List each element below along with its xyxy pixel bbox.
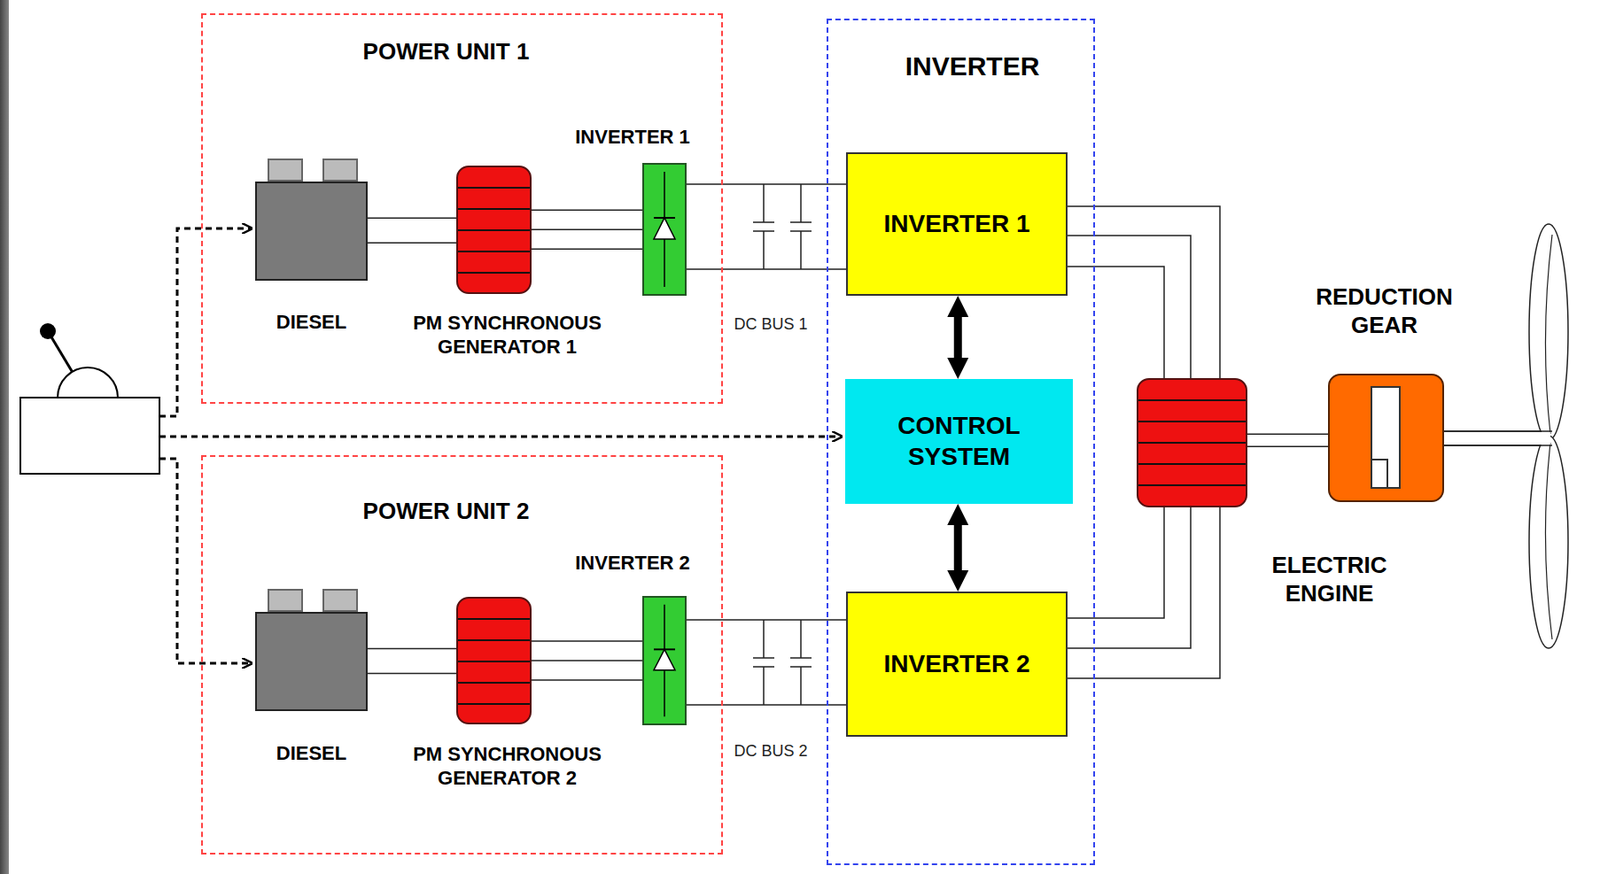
rectifier-inverter: INVERTER 1 [642, 163, 687, 296]
engine-cylinder-head [267, 589, 303, 613]
inverter-box: INVERTER 2 [846, 591, 1068, 738]
power-wire [686, 184, 847, 270]
region-heading: INVERTER [857, 50, 1088, 84]
engine-cylinder-head [267, 158, 303, 182]
component-label: INVERTER 1 [557, 125, 708, 150]
power-wire [1067, 507, 1220, 679]
inverter-region: INVERTER INVERTER 1 CONTROL SYSTEM INVERTER… [826, 18, 1096, 866]
component-label: INVERTER 2 [557, 551, 708, 576]
dc-bus-capacitors [753, 184, 812, 706]
component-label: PM SYNCHRONOUS GENERATOR 2 [396, 743, 619, 792]
throttle-lever [20, 323, 160, 474]
power-wire [1067, 206, 1220, 379]
bus-label: DC BUS 1 [733, 315, 808, 334]
electric-motor: ELECTRIC ENGINE [1136, 378, 1248, 508]
power-unit-region: POWER UNIT 1DIESELPM SYNCHRONOUS GENERAT… [201, 13, 723, 404]
frame-edge [0, 0, 9, 874]
pm-generator: PM SYNCHRONOUS GENERATOR 2 [456, 597, 532, 725]
region-heading: POWER UNIT 1 [304, 38, 589, 67]
diode-symbol [644, 164, 685, 295]
component-label: DIESEL [232, 310, 392, 335]
pm-generator: PM SYNCHRONOUS GENERATOR 1 [456, 165, 532, 295]
power-wire [367, 649, 457, 675]
engine-cylinder-head [322, 589, 358, 613]
power-unit-region: POWER UNIT 2DIESELPM SYNCHRONOUS GENERAT… [201, 455, 723, 855]
rectifier-inverter: INVERTER 2 [642, 596, 687, 726]
power-wire [531, 641, 643, 681]
box-label: CONTROL SYSTEM [862, 411, 1057, 472]
signal-arrow [954, 525, 963, 571]
component-label: REDUCTION GEAR [1296, 283, 1474, 340]
component-label: ELECTRIC ENGINE [1245, 551, 1414, 608]
gear-shaft-notch [1370, 458, 1389, 490]
power-wire [367, 217, 457, 243]
power-wire [531, 209, 643, 249]
signal-arrow [954, 317, 963, 358]
diesel-engine: DIESEL [255, 612, 368, 712]
power-wire [1247, 434, 1329, 447]
bus-label: DC BUS 2 [733, 742, 808, 762]
region-heading: POWER UNIT 2 [304, 497, 589, 527]
control-system-box: CONTROL SYSTEM [845, 379, 1073, 505]
diode-symbol [644, 598, 685, 724]
box-label: INVERTER 1 [884, 209, 1031, 240]
box-label: INVERTER 2 [884, 649, 1031, 680]
reduction-gear: REDUCTION GEAR [1328, 373, 1445, 503]
inverter-box: INVERTER 1 [846, 152, 1068, 296]
propeller [1444, 224, 1569, 649]
component-label: PM SYNCHRONOUS GENERATOR 1 [396, 311, 619, 360]
power-wire [686, 620, 847, 706]
engine-cylinder-head [322, 158, 358, 182]
component-label: DIESEL [232, 742, 392, 767]
diesel-engine: DIESEL [255, 181, 368, 281]
